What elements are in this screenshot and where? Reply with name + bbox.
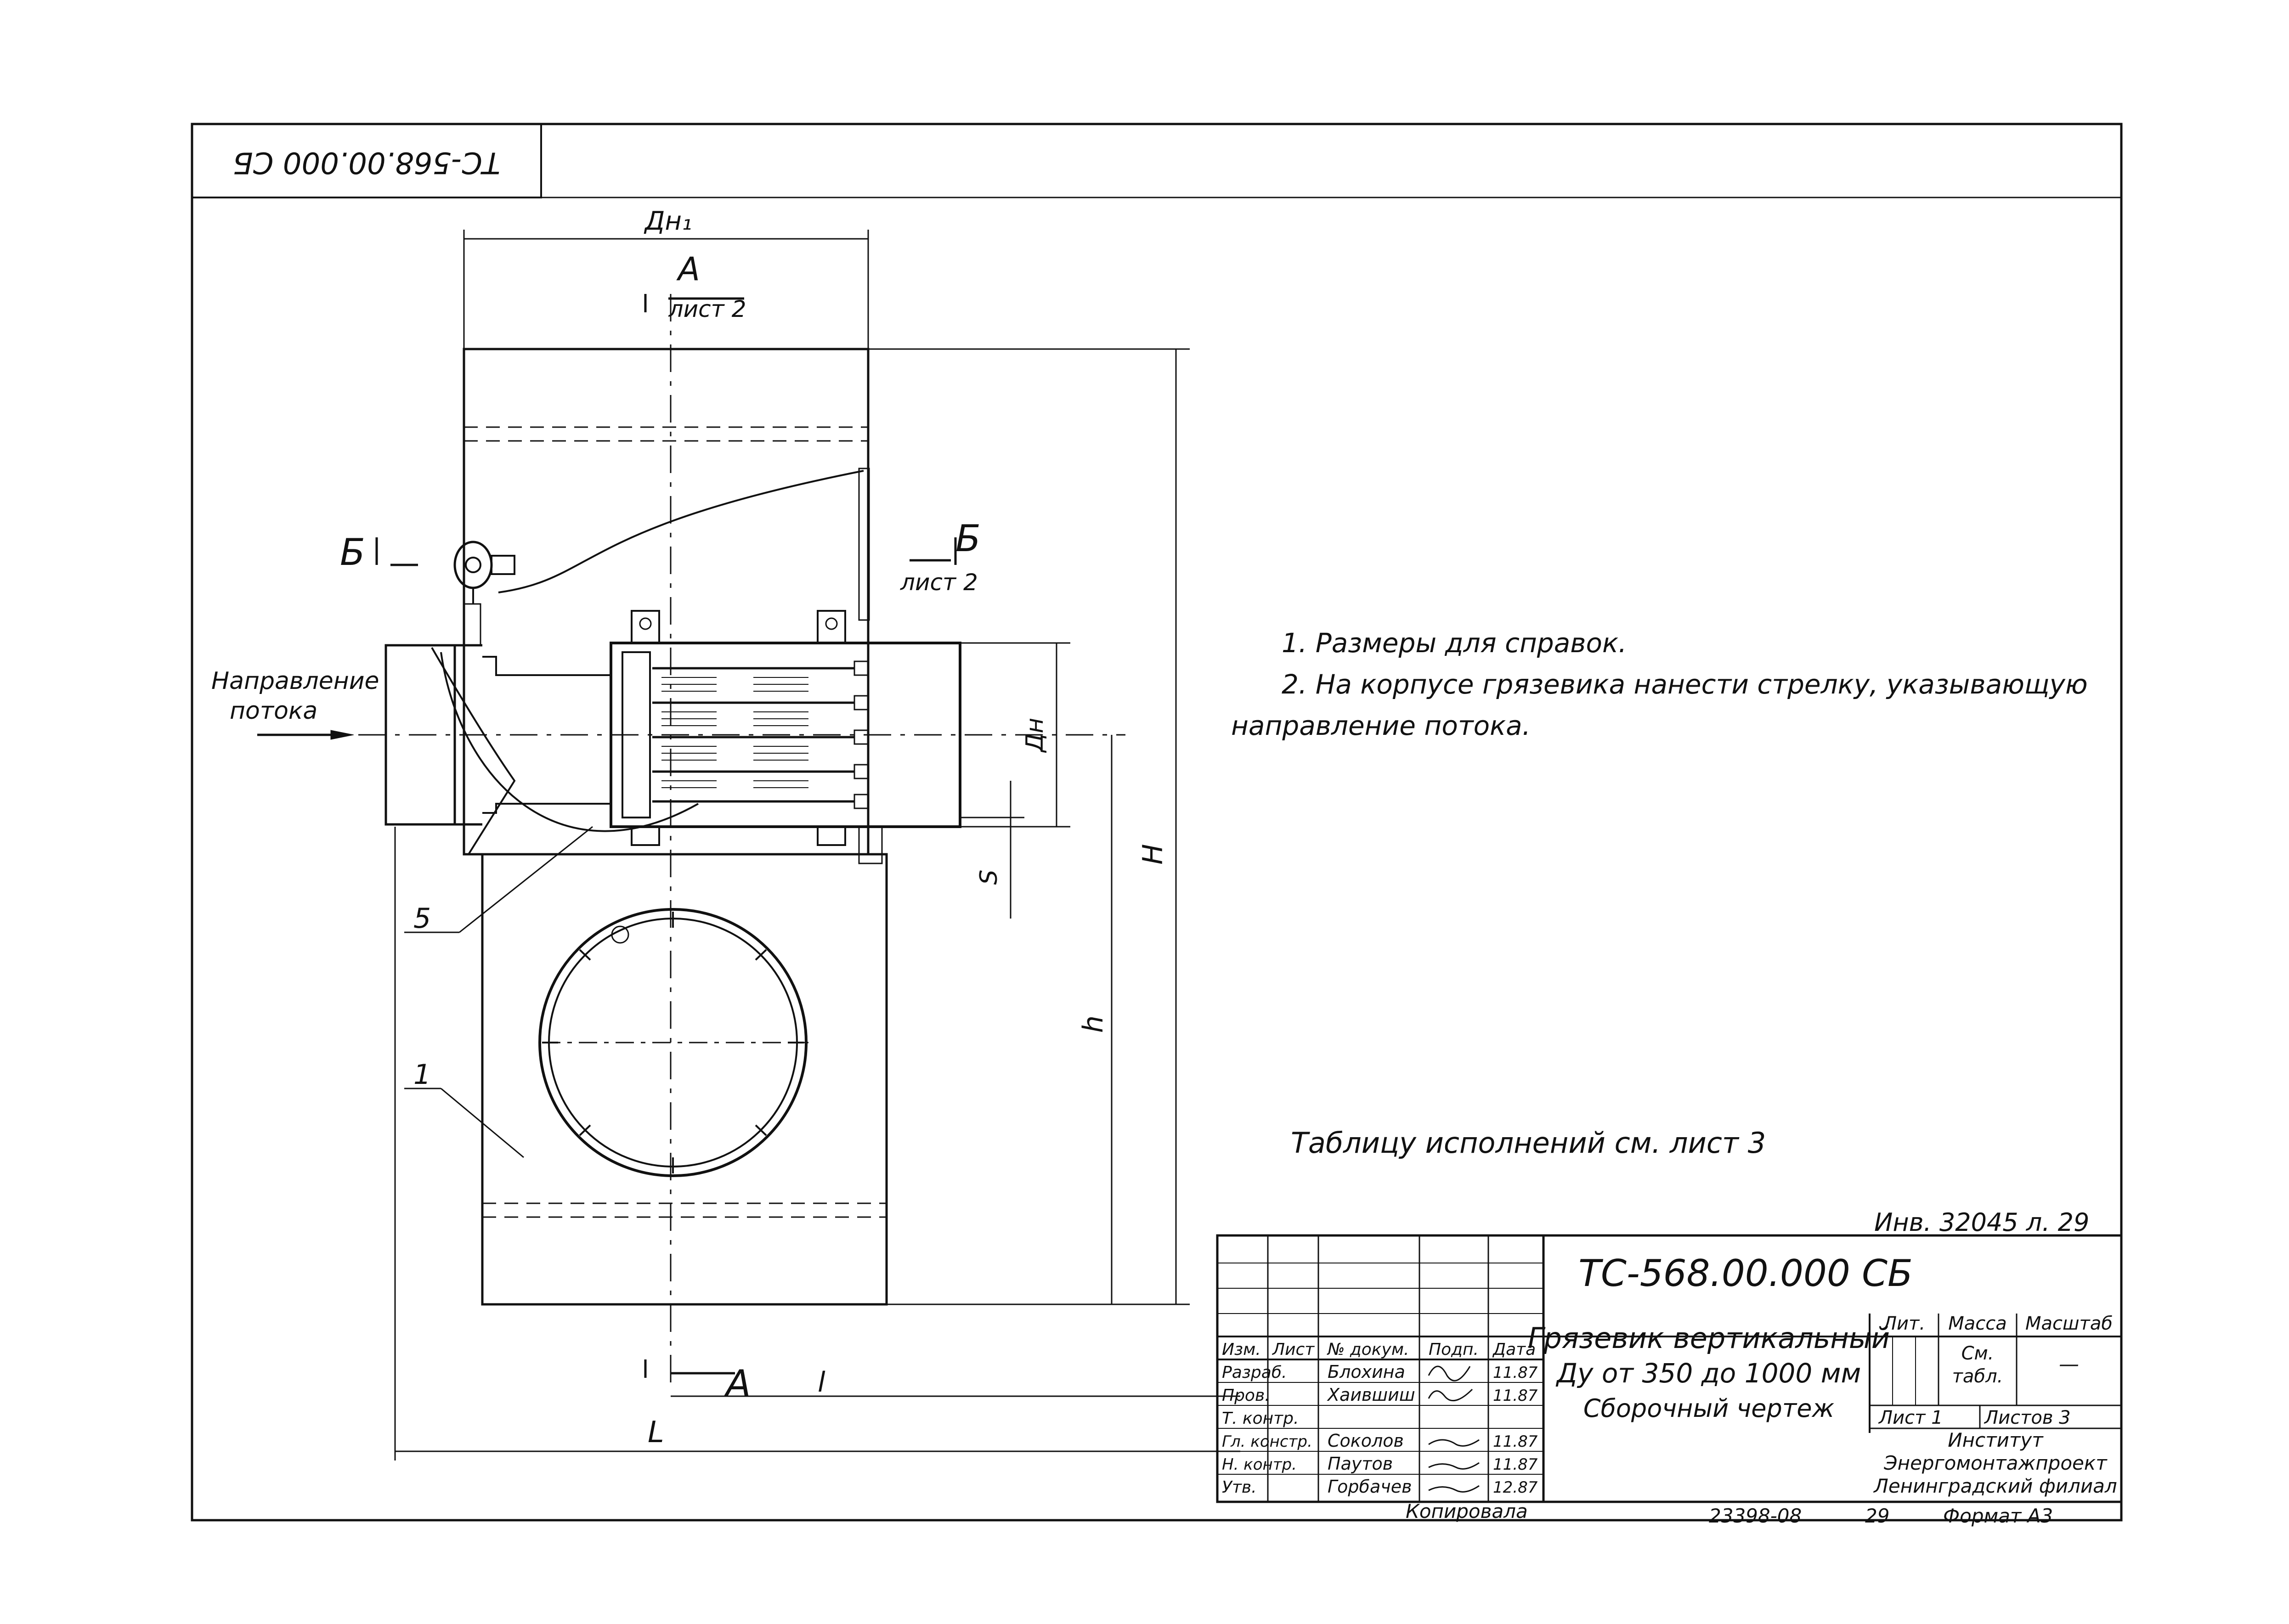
label-h-small: h xyxy=(1077,1015,1109,1033)
label-dn: Дн xyxy=(1021,718,1049,753)
row-name: Горбачев xyxy=(1328,1477,1412,1497)
title-block xyxy=(207,1234,2123,1521)
row-role: Т. контр. xyxy=(1222,1409,1299,1428)
label-section-b-right: Б xyxy=(955,517,981,560)
row-date: 11.87 xyxy=(1493,1455,1538,1474)
label-flow-direction-1: Направление xyxy=(211,667,379,695)
title-name-3: Сборочный чертеж xyxy=(1583,1394,1835,1423)
signature-scribbles xyxy=(1428,1365,1480,1493)
archive-number: 29 xyxy=(1865,1505,1889,1527)
row-date: 11.87 xyxy=(1493,1364,1538,1382)
title-designation: ТС-568.00.000 СБ xyxy=(1578,1252,1913,1295)
table-ref-note: Таблицу исполнений см. лист 3 xyxy=(1291,1126,1766,1160)
col-list: Лист xyxy=(1272,1340,1315,1359)
mass-header: Масса xyxy=(1948,1313,2007,1334)
org-line-2: Энергомонтажпроект xyxy=(1883,1452,2108,1474)
label-section-a-sheet: лист 2 xyxy=(668,296,746,322)
signature-rows: Разраб. Блохина 11.87 Пров. Хаившиш 11.8… xyxy=(1222,1362,1538,1497)
row-date: 11.87 xyxy=(1493,1432,1538,1451)
label-pos-1: 1 xyxy=(413,1059,431,1091)
inventory-number: Инв. 32045 л. 29 xyxy=(1874,1208,2089,1237)
row-name: Паутов xyxy=(1328,1454,1393,1474)
org-line-1: Институт xyxy=(1948,1429,2044,1451)
row-name: Блохина xyxy=(1328,1362,1405,1382)
label-section-b-left: Б xyxy=(340,531,365,574)
mud-trap-drawing xyxy=(257,230,1240,1460)
col-date: Дата xyxy=(1492,1340,1536,1359)
col-izm: Изм. xyxy=(1222,1340,1261,1359)
label-l-small: l xyxy=(818,1366,825,1398)
rotated-stamp-text: ТС-568.00.000 СБ xyxy=(233,145,500,179)
lit-header: Лит. xyxy=(1882,1313,1925,1334)
label-flow-direction-2: потока xyxy=(230,697,317,725)
label-l-big: L xyxy=(648,1415,664,1449)
row-date: 12.87 xyxy=(1493,1478,1538,1497)
rotated-stamp: ТС-568.00.000 СБ xyxy=(191,123,542,198)
label-h-big: H xyxy=(1137,844,1169,864)
notes-block: 1. Размеры для справок. 2. На корпусе гр… xyxy=(1231,627,2088,741)
note-1: 1. Размеры для справок. xyxy=(1282,627,1627,659)
row-role: Разраб. xyxy=(1222,1363,1287,1382)
mass-value-2: табл. xyxy=(1952,1366,2003,1387)
row-role: Пров. xyxy=(1222,1386,1270,1405)
title-name-2: Ду от 350 до 1000 мм xyxy=(1555,1358,1861,1389)
label-s: S xyxy=(975,869,1003,885)
scale-value: — xyxy=(2059,1353,2079,1376)
scale-header: Масштаб xyxy=(2025,1313,2113,1334)
mass-value-1: См. xyxy=(1961,1343,1994,1364)
note-2-cont: направление потока. xyxy=(1231,710,1531,741)
label-section-b-sheet: лист 2 xyxy=(900,569,978,596)
sheet-frame xyxy=(191,123,2123,1522)
archive-code: 23398-08 xyxy=(1709,1505,1802,1527)
title-name-1: Грязевик вертикальный xyxy=(1528,1321,1890,1355)
label-pos-5: 5 xyxy=(413,902,431,935)
sheets-count: Листов 3 xyxy=(1984,1407,2071,1428)
label-section-a-top: А xyxy=(676,250,700,288)
row-name: Хаившиш xyxy=(1327,1385,1415,1405)
row-role: Гл. констр. xyxy=(1222,1432,1312,1451)
sheet-number: Лист 1 xyxy=(1878,1407,1943,1428)
col-doc: № докум. xyxy=(1327,1340,1409,1359)
org-line-3: Ленинградский филиал xyxy=(1873,1475,2117,1497)
label-dn1: Дн₁ xyxy=(644,206,692,236)
col-sign: Подп. xyxy=(1429,1340,1479,1359)
label-section-a-bottom: А xyxy=(723,1362,751,1405)
row-role: Утв. xyxy=(1222,1478,1257,1497)
format-label: Формат А3 xyxy=(1943,1505,2053,1527)
note-2: 2. На корпусе грязевика нанести стрелку,… xyxy=(1282,669,2088,700)
row-date: 11.87 xyxy=(1493,1387,1538,1405)
row-role: Н. контр. xyxy=(1222,1455,1297,1474)
row-name: Соколов xyxy=(1328,1431,1404,1451)
copied-by: Копировала xyxy=(1406,1500,1528,1522)
